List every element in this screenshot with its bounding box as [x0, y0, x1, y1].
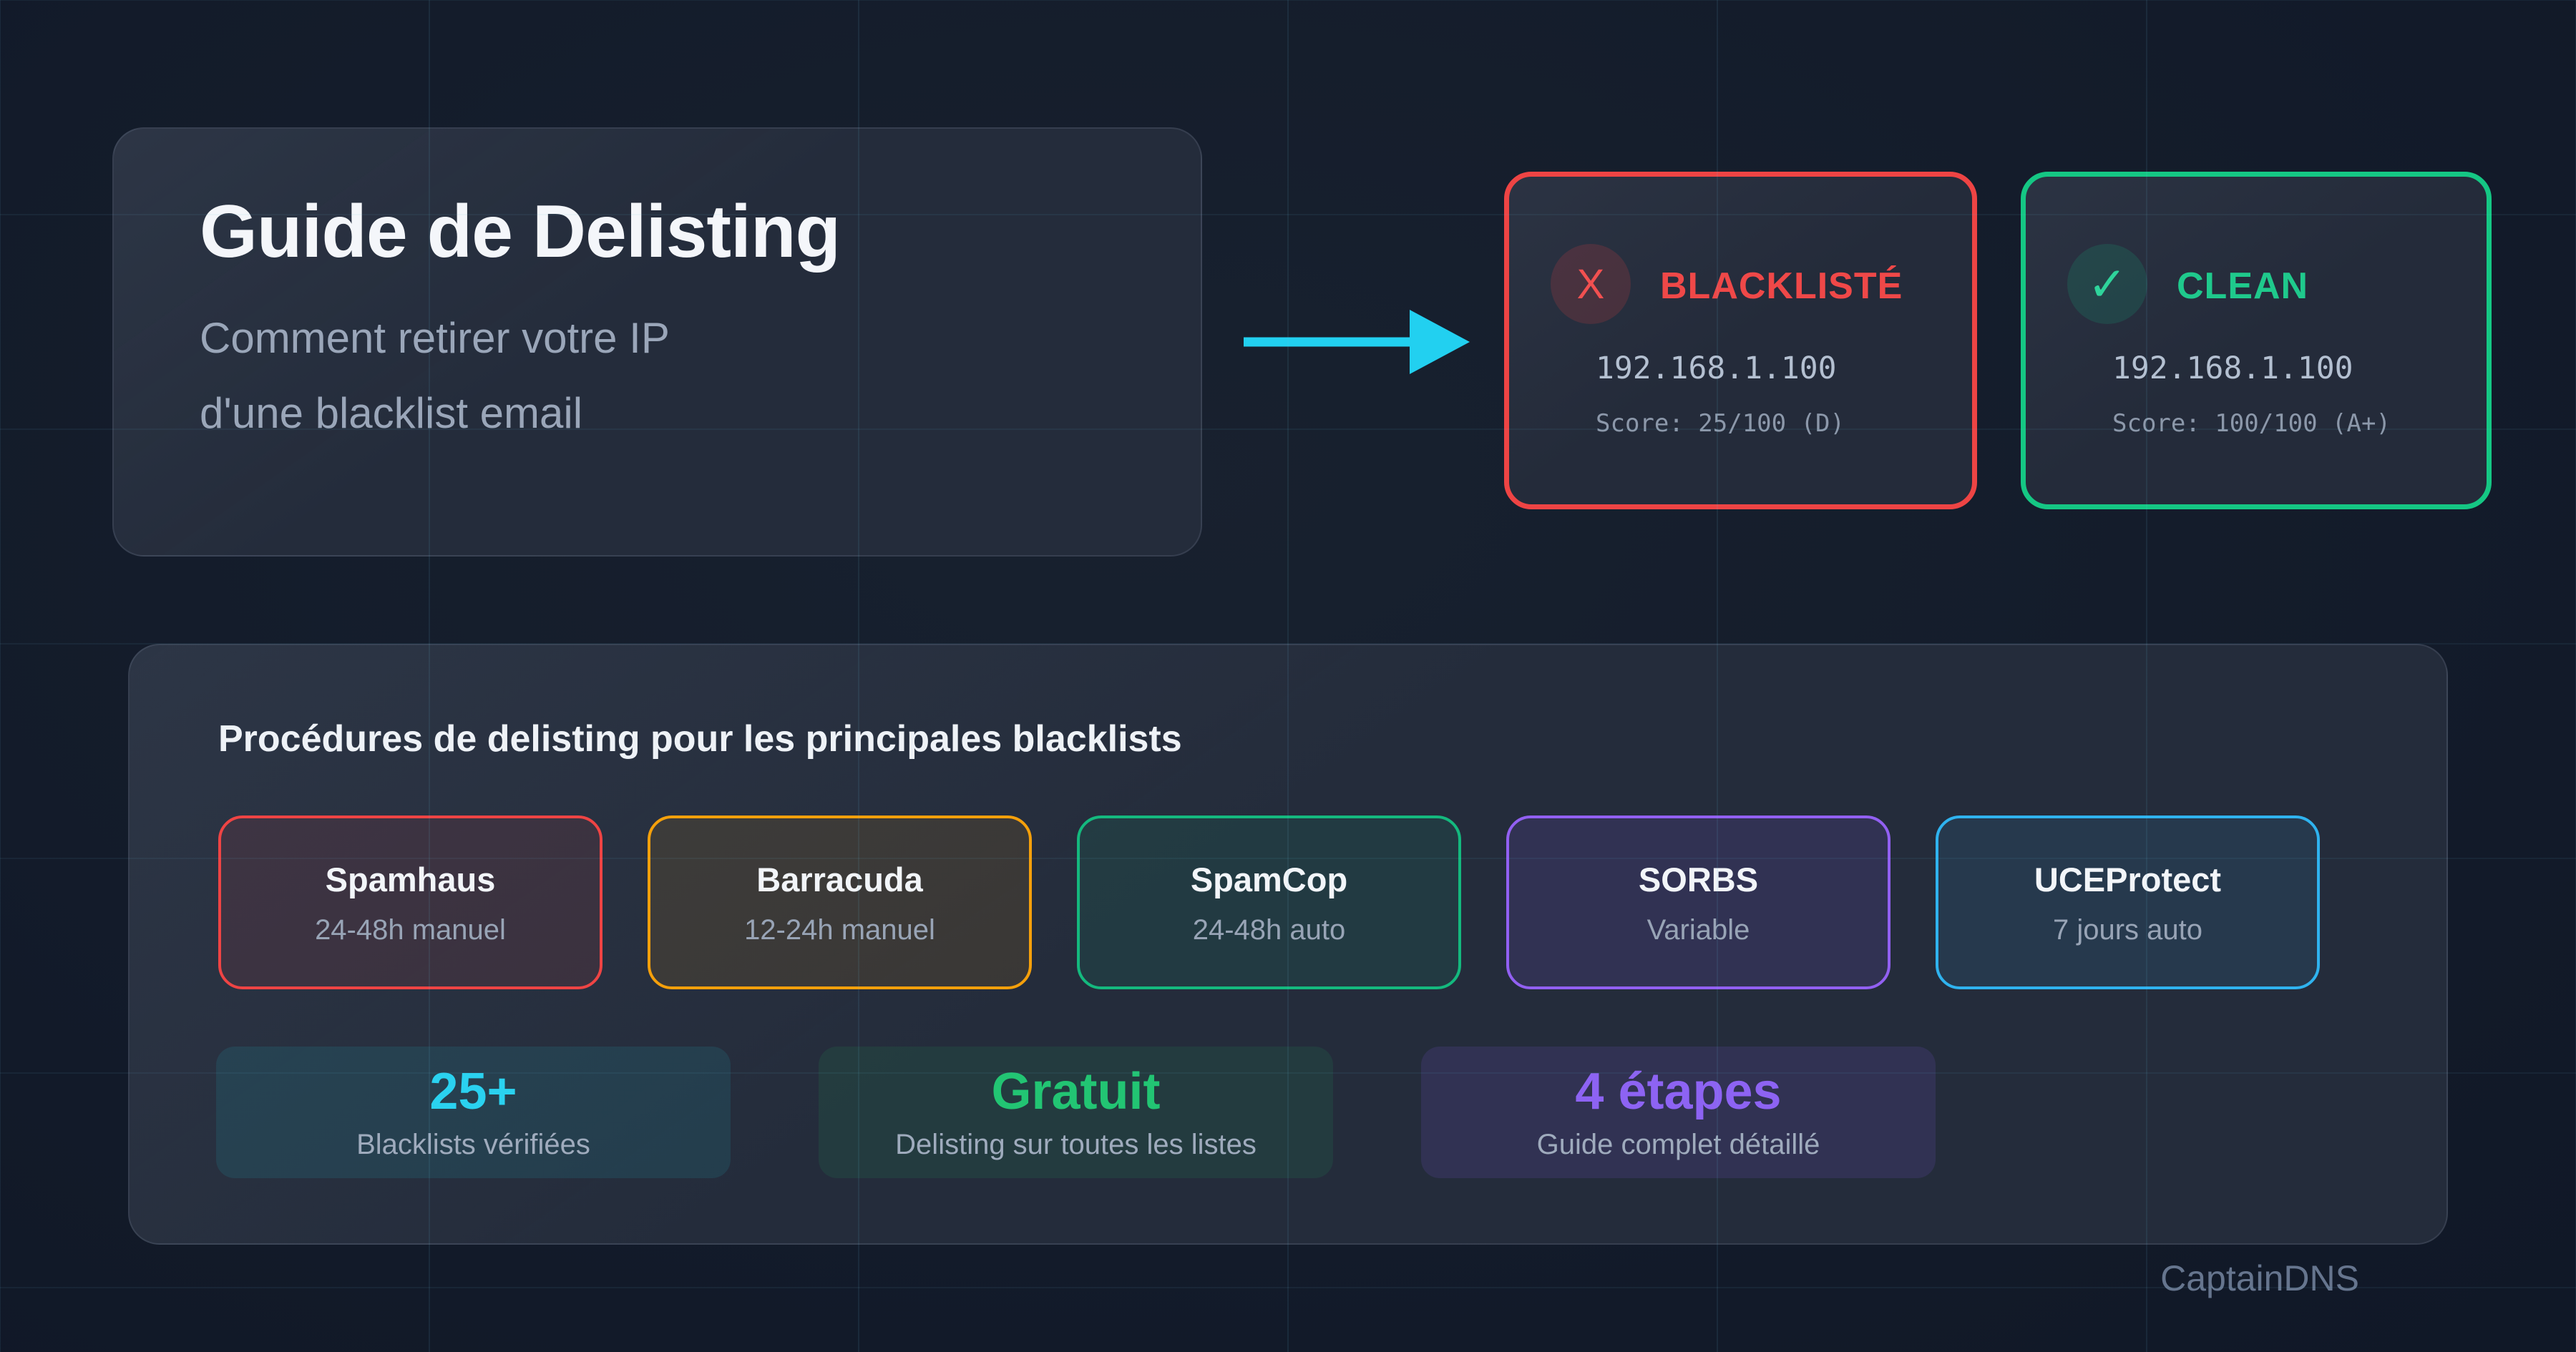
stat-value: Gratuit — [991, 1063, 1161, 1120]
blacklist-card-sorbs: SORBS Variable — [1506, 815, 1890, 989]
page-subtitle: Comment retirer votre IP d'une blacklist… — [200, 300, 670, 451]
reputation-score: Score: 25/100 (D) — [1596, 409, 1845, 438]
check-icon: ✓ — [2087, 257, 2127, 310]
blacklist-delay: Variable — [1646, 914, 1750, 946]
blacklist-name: Spamhaus — [325, 861, 496, 898]
blacklist-card-spamhaus: Spamhaus 24-48h manuel — [218, 815, 602, 989]
status-card-clean: ✓ CLEAN 192.168.1.100 Score: 100/100 (A+… — [2021, 172, 2492, 509]
blacklist-name: SpamCop — [1190, 861, 1348, 898]
blacklist-card-barracuda: Barracuda 12-24h manuel — [648, 815, 1032, 989]
hero-card: Guide de Delisting Comment retirer votre… — [112, 127, 1202, 557]
stat-label: Delisting sur toutes les listes — [895, 1129, 1257, 1160]
status-card-blacklisted: X BLACKLISTÉ 192.168.1.100 Score: 25/100… — [1504, 172, 1977, 509]
status-label-clean: CLEAN — [2177, 265, 2309, 307]
blacklist-delay: 12-24h manuel — [744, 914, 935, 946]
blacklist-name: UCEProtect — [2034, 861, 2222, 898]
page-subtitle-line2: d'une blacklist email — [200, 389, 583, 437]
right-arrow-icon — [1244, 310, 1470, 374]
page-title: Guide de Delisting — [200, 190, 841, 273]
stat-box-steps: 4 étapes Guide complet détaillé — [1421, 1047, 1936, 1178]
blacklist-delay: 7 jours auto — [2052, 914, 2203, 946]
error-badge: X — [1551, 244, 1631, 324]
blacklist-card-uceprotect: UCEProtect 7 jours auto — [1936, 815, 2320, 989]
ip-address: 192.168.1.100 — [2112, 351, 2353, 386]
blacklist-card-spamcop: SpamCop 24-48h auto — [1077, 815, 1461, 989]
stat-box-blacklists-count: 25+ Blacklists vérifiées — [216, 1047, 731, 1178]
status-label-blacklisted: BLACKLISTÉ — [1660, 265, 1903, 307]
stat-value: 25+ — [429, 1063, 517, 1120]
stats-row: 25+ Blacklists vérifiées Gratuit Delisti… — [216, 1047, 1936, 1178]
blacklist-delay: 24-48h auto — [1192, 914, 1346, 946]
x-icon: X — [1576, 260, 1605, 308]
page-subtitle-line1: Comment retirer votre IP — [200, 314, 670, 362]
reputation-score: Score: 100/100 (A+) — [2112, 409, 2391, 438]
stat-value: 4 étapes — [1575, 1063, 1782, 1120]
success-badge: ✓ — [2067, 244, 2147, 324]
blacklist-card-row: Spamhaus 24-48h manuel Barracuda 12-24h … — [218, 815, 2320, 989]
blacklist-name: SORBS — [1638, 861, 1759, 898]
section-title: Procédures de delisting pour les princip… — [218, 718, 1182, 760]
stat-label: Blacklists vérifiées — [356, 1129, 590, 1160]
stat-box-free: Gratuit Delisting sur toutes les listes — [819, 1047, 1333, 1178]
brand-watermark: CaptainDNS — [2160, 1258, 2359, 1298]
ip-address: 192.168.1.100 — [1596, 351, 1837, 386]
procedures-panel: Procédures de delisting pour les princip… — [128, 644, 2448, 1245]
stat-label: Guide complet détaillé — [1536, 1129, 1820, 1160]
blacklist-name: Barracuda — [756, 861, 923, 898]
blacklist-delay: 24-48h manuel — [315, 914, 506, 946]
